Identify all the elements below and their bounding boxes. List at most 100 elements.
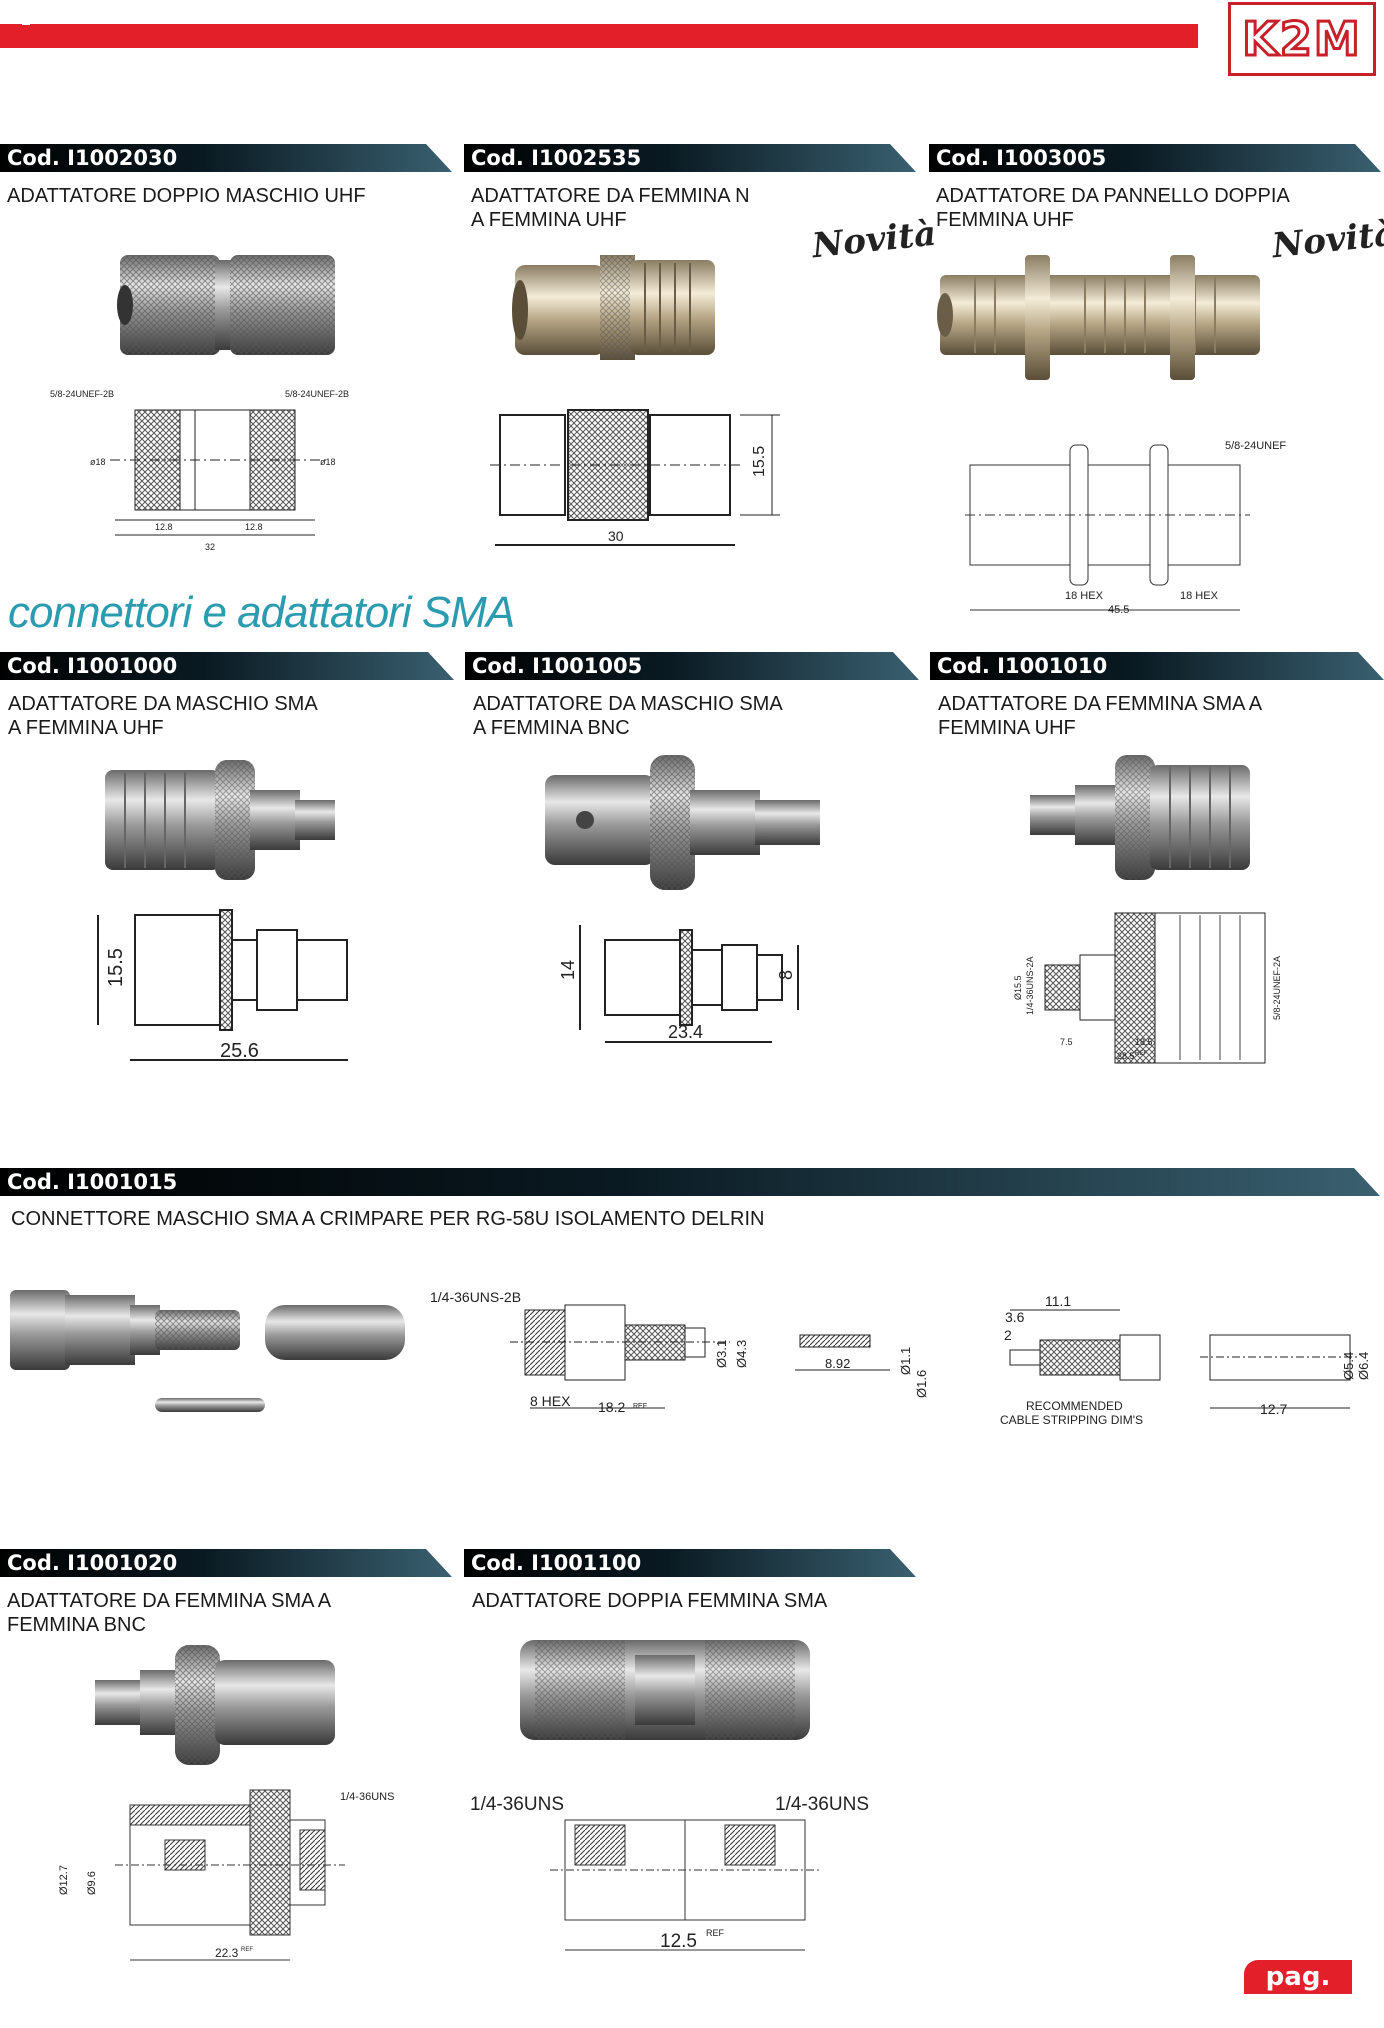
product-description: ADATTATORE DOPPIA FEMMINA SMA (472, 1589, 827, 1613)
dimension-drawing: 15.5 25.6 (97, 909, 348, 1062)
desc-line: A FEMMINA UHF (471, 209, 627, 231)
dim-label: 23.4 (668, 1022, 703, 1042)
product-photo-sma-crimp-connector (10, 1290, 405, 1412)
desc-line: A FEMMINA UHF (8, 717, 164, 739)
product-code-bar: Cod. I1002030 (0, 144, 452, 172)
brand-logo: K2M (1228, 2, 1376, 76)
dim-label: 7.5 (1060, 1037, 1073, 1047)
dim-label: 18.5 (1135, 1037, 1153, 1047)
desc-line: A FEMMINA BNC (473, 717, 630, 739)
product-code-bar: Cod. I1001020 (0, 1549, 452, 1577)
desc-line: ADATTATORE DA MASCHIO SMA (8, 693, 318, 715)
dim-label: 45.5 (1108, 604, 1129, 616)
product-code-bar: Cod. I1001100 (464, 1549, 916, 1577)
product-description: ADATTATORE DA FEMMINA N A FEMMINA UHF (471, 184, 750, 232)
product-description: ADATTATORE DA PANNELLO DOPPIA FEMMINA UH… (936, 184, 1290, 232)
dim-label: 8.92 (825, 1356, 850, 1371)
product-description: ADATTATORE DA FEMMINA SMA A FEMMINA UHF (938, 692, 1262, 740)
dim-label: 12.8 (245, 522, 263, 532)
dim-label: Ø9.6 (86, 1871, 98, 1895)
dim-label: 5/8-24UNEF-2B (285, 389, 349, 399)
dim-label: 32 (205, 542, 215, 552)
dim-label: 12.7 (1260, 1401, 1287, 1417)
dim-label: 14 (558, 960, 578, 980)
product-code-bar: Cod. I1001010 (930, 652, 1384, 680)
product-description: CONNETTORE MASCHIO SMA A CRIMPARE PER RG… (11, 1208, 765, 1230)
desc-line: ADATTATORE DA FEMMINA N (471, 185, 750, 207)
desc-line: FEMMINA BNC (7, 1614, 146, 1636)
desc-line: ADATTATORE DA FEMMINA SMA A (938, 693, 1263, 715)
dim-label: Ø6.4 (1356, 1352, 1371, 1380)
dim-label: 5/8-24UNEF (1225, 440, 1286, 452)
header-mark (22, 23, 30, 25)
desc-line: FEMMINA UHF (936, 209, 1074, 231)
product-photo-panel-double-female-uhf (937, 255, 1260, 380)
header-red-bar (0, 24, 1198, 48)
dim-label: 18 HEX (1180, 590, 1219, 602)
product-code-bar: Cod. I1001005 (465, 652, 919, 680)
product-photo-double-female-sma (520, 1640, 810, 1740)
product-photo-sma-female-to-bnc-female (95, 1645, 335, 1765)
dim-label: REF (706, 1928, 725, 1938)
product-photo-uhf-double-male (117, 255, 335, 355)
dim-label: 5/8-24UNEF-2A (1272, 956, 1282, 1020)
dim-label: REF (633, 1403, 647, 1410)
product-code-bar: Cod. I1002535 (464, 144, 916, 172)
page-number: pag. 55 (1244, 1960, 1352, 2026)
dim-label: 1/4-36UNS (775, 1794, 869, 1815)
dim-label: Ø12.7 (58, 1865, 70, 1895)
dimension-drawing: 1/4-36UNS 1/4-36UNS 12.5 REF (470, 1794, 869, 1952)
dim-label: 5/8-24UNEF-2B (50, 389, 114, 399)
product-code-bar: Cod. I1003005 (929, 144, 1381, 172)
dim-label: 12.5 (660, 1931, 697, 1952)
dim-label: 1/4-36UNS-2A (1025, 956, 1035, 1015)
novita-badge: Novità (810, 213, 938, 267)
dim-label: Ø1.1 (898, 1347, 913, 1375)
dimension-drawing: Ø15.5 1/4-36UNS-2A 5/8-24UNEF-2A 7.5 18.… (1013, 912, 1282, 1064)
dimension-drawing: 14 8 23.4 (558, 925, 799, 1043)
dim-label: CABLE STRIPPING DIM'S (1000, 1413, 1143, 1427)
product-description: ADATTATORE DA FEMMINA SMA A FEMMINA BNC (7, 1589, 331, 1637)
desc-line: ADATTATORE DA MASCHIO SMA (473, 693, 783, 715)
dim-label: 8 HEX (530, 1393, 571, 1409)
dim-label: 30 (608, 528, 624, 544)
dimension-drawing-crimp: 1/4-36UNS-2B 8 HEX 18.2 REF Ø3.1 Ø4.3 8.… (430, 1289, 1371, 1427)
product-photo-sma-male-to-bnc-female (545, 755, 820, 890)
dim-label: 2 (1004, 1327, 1012, 1343)
dim-label: 8 (776, 970, 796, 980)
dim-label: 1/4-36UNS-2B (430, 1289, 521, 1305)
dim-label: 22.3 (215, 1946, 239, 1960)
product-photo-sma-female-to-uhf-female (1030, 755, 1250, 880)
dimension-drawing: Ø12.7 Ø9.6 1/4-36UNS 22.3 REF (58, 1789, 394, 1961)
dim-label: Ø1.6 (914, 1370, 929, 1398)
product-photo-sma-male-to-uhf-female (105, 760, 335, 880)
dim-label: 28.5 (1117, 1051, 1135, 1061)
section-title: connettori e adattatori SMA (8, 588, 515, 637)
dim-label: Ø15.5 (1013, 975, 1023, 1000)
dim-label: REF (1135, 1051, 1147, 1057)
desc-line: FEMMINA UHF (938, 717, 1076, 739)
product-description: ADATTATORE DOPPIO MASCHIO UHF (7, 184, 366, 208)
dim-label: 18 HEX (1065, 590, 1104, 602)
dim-label: 1/4-36UNS (470, 1794, 564, 1815)
brand-logo-text: K2M (1241, 11, 1362, 68)
dim-label: 11.1 (1045, 1293, 1071, 1309)
product-description: ADATTATORE DA MASCHIO SMA A FEMMINA UHF (8, 692, 318, 740)
dim-label: Ø4.3 (734, 1340, 749, 1368)
dimension-drawing: 5/8-24UNEF 18 HEX 18 HEX 45.5 (965, 440, 1286, 616)
product-code-bar: Cod. I1001015 (0, 1168, 1380, 1196)
dim-label: ø18 (320, 457, 336, 467)
dim-label: RECOMMENDED (1026, 1399, 1123, 1413)
dim-label: 15.5 (105, 948, 127, 987)
product-code-bar: Cod. I1001000 (0, 652, 454, 680)
dimension-drawing: 15.5 30 (490, 409, 780, 546)
dim-label: 15.5 (751, 446, 768, 477)
dim-label: Ø5.4 (1341, 1352, 1356, 1380)
dim-label: REF (241, 1947, 253, 1953)
product-description: ADATTATORE DA MASCHIO SMA A FEMMINA BNC (473, 692, 783, 740)
dim-label: 25.6 (220, 1040, 259, 1062)
dim-label: 3.6 (1005, 1309, 1025, 1325)
desc-line: ADATTATORE DA PANNELLO DOPPIA (936, 185, 1290, 207)
desc-line: ADATTATORE DOPPIO MASCHIO UHF (7, 185, 366, 207)
desc-line: ADATTATORE DA FEMMINA SMA A (7, 1590, 332, 1612)
